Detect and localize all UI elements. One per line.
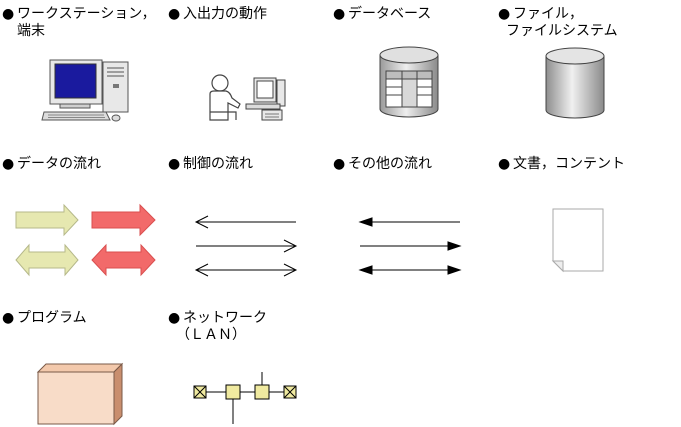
network-bus-icon bbox=[193, 372, 297, 424]
label-program-line1: プログラム bbox=[17, 310, 87, 326]
label-database: ●データベース bbox=[333, 6, 431, 23]
bullet-icon: ● bbox=[498, 156, 511, 172]
label-data-flow: ●データの流れ bbox=[2, 156, 101, 173]
label-control-flow: ●制御の流れ bbox=[168, 156, 253, 173]
label-document-line1: 文書，コンテント bbox=[513, 156, 625, 172]
label-file-line1: ファイル， bbox=[513, 6, 583, 22]
bullet-icon: ● bbox=[168, 156, 181, 172]
filled-arrows-icon bbox=[358, 217, 462, 275]
bullet-icon: ● bbox=[498, 6, 511, 22]
file-cylinder-icon bbox=[545, 47, 605, 119]
label-database-line1: データベース bbox=[348, 6, 432, 22]
program-box-icon bbox=[36, 362, 124, 426]
bullet-icon: ● bbox=[333, 6, 346, 22]
label-network-line2: （ＬＡＮ） bbox=[176, 327, 246, 343]
label-file: ●ファイル， ファイルシステム bbox=[498, 6, 618, 40]
bullet-icon: ● bbox=[2, 310, 15, 326]
label-other-flow: ●その他の流れ bbox=[333, 156, 432, 173]
label-network: ●ネットワーク （ＬＡＮ） bbox=[168, 310, 267, 344]
bullet-icon: ● bbox=[168, 6, 181, 22]
label-document: ●文書，コンテント bbox=[498, 156, 625, 173]
label-program: ●プログラム bbox=[2, 310, 87, 327]
label-file-line2: ファイルシステム bbox=[506, 23, 618, 39]
person-at-computer-icon bbox=[209, 74, 286, 121]
label-io-operation-line1: 入出力の動作 bbox=[183, 6, 267, 22]
label-workstation: ●ワークステーション， 端末 bbox=[2, 6, 156, 40]
label-other-flow-line1: その他の流れ bbox=[348, 156, 432, 172]
bullet-icon: ● bbox=[168, 310, 181, 326]
label-workstation-line1: ワークステーション， bbox=[17, 6, 156, 22]
label-io-operation: ●入出力の動作 bbox=[168, 6, 267, 23]
database-cylinder-icon bbox=[379, 46, 439, 118]
open-arrows-icon bbox=[194, 215, 298, 277]
label-data-flow-line1: データの流れ bbox=[17, 156, 101, 172]
bullet-icon: ● bbox=[333, 156, 346, 172]
document-page-icon bbox=[551, 208, 604, 273]
label-network-line1: ネットワーク bbox=[183, 310, 267, 326]
workstation-icon bbox=[41, 59, 129, 122]
thick-arrows-icon bbox=[15, 203, 156, 277]
label-workstation-line2: 端末 bbox=[17, 23, 45, 39]
bullet-icon: ● bbox=[2, 6, 15, 22]
label-control-flow-line1: 制御の流れ bbox=[183, 156, 253, 172]
bullet-icon: ● bbox=[2, 156, 15, 172]
